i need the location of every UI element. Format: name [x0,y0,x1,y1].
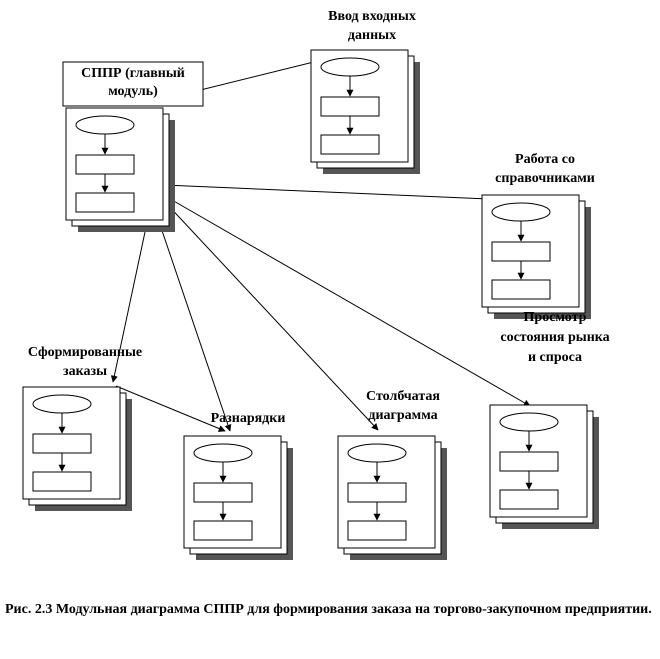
flow-process-box [320,96,380,117]
module-input [310,49,420,174]
module-label-line: СППР (главный [81,66,185,81]
connector-line [163,184,513,204]
flow-process-box [32,433,92,454]
module-label-line: заказы [63,364,107,379]
flow-process-box [193,482,253,503]
flow-start-ellipse [75,115,135,135]
module-alloc [183,435,293,560]
module-label-line: данных [348,28,396,43]
module-label-line: Работа со [515,152,575,167]
flow-process-box [347,482,407,503]
modules [22,49,599,560]
flow-process-box [491,279,551,300]
module-bar [337,435,447,560]
module-label-line: Ввод входных [328,9,416,24]
labels: СППР (главный модуль) Ввод входных данныхРа… [28,9,610,426]
connectors [110,53,531,432]
flow-process-box [75,154,135,175]
figure-caption: Рис. 2.3 Модульная диаграмма СППР для фо… [5,602,652,617]
module-label-line: диаграмма [368,408,437,423]
module-label-main: СППР (главный модуль) [81,66,185,99]
module-label-input: Ввод входных данных [328,9,416,43]
flow-process-box [499,489,559,510]
flow-start-ellipse [320,57,380,77]
module-label-line: состояния рынка [500,330,609,345]
main-module-title-box [62,61,204,107]
flow-process-box [75,192,135,213]
module-diagram: СППР (главный модуль) Ввод входных данныхРа… [22,9,610,560]
module-label-market: Просмотр состояния рынка и спроса [500,310,609,365]
flow-start-ellipse [491,202,551,222]
flow-process-box [491,241,551,262]
module-label-bar: Столбчатая диаграмма [366,389,440,423]
connector-line [164,201,379,431]
flow-process-box [193,520,253,541]
module-label-line: справочниками [495,171,595,186]
flow-process-box [347,520,407,541]
flow-process-box [32,471,92,492]
module-label-refs: Работа со справочниками [495,152,595,186]
module-refs [481,194,591,319]
connector-line [154,209,232,432]
module-label-alloc: Разнарядки [211,411,286,426]
module-label-line: Просмотр [524,310,587,325]
flow-start-ellipse [499,412,559,432]
flow-process-box [499,451,559,472]
connector-line [115,385,226,432]
module-label-line: модуль) [108,84,158,99]
connector-line [164,195,531,407]
module-market [489,404,599,529]
module-label-line: и спроса [528,350,582,365]
module-label-formed: Сформированные заказы [28,345,142,379]
flow-start-ellipse [32,394,92,414]
module-label-line: Столбчатая [366,389,440,404]
module-label-line: Разнарядки [211,411,286,426]
connector-line [110,217,149,383]
flow-start-ellipse [347,443,407,463]
flow-start-ellipse [193,443,253,463]
module-label-line: Сформированные [28,345,142,360]
module-main [65,107,175,232]
module-formed [22,386,132,511]
flow-process-box [320,134,380,155]
